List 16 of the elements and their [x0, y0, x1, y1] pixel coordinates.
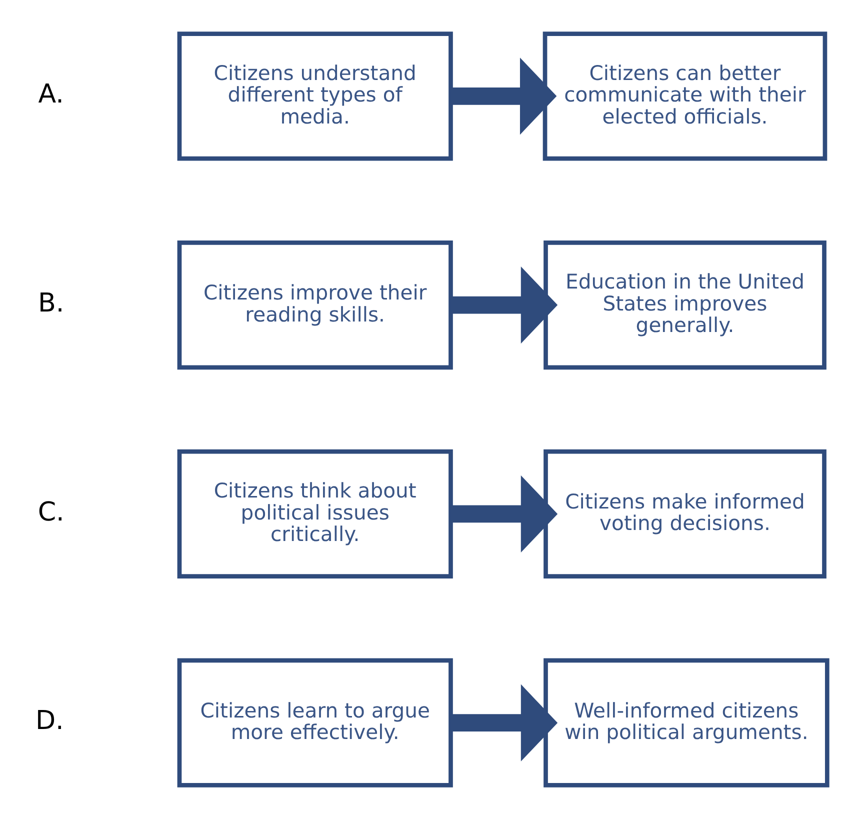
node-box: Citizens learn to argue more effectively.: [176, 658, 452, 787]
node-box: Education in the United States improves generally.: [543, 240, 826, 370]
node-box: Citizens understand different types of media.: [176, 31, 452, 160]
node-box: Citizens think about political issues critically.: [176, 448, 452, 578]
label: D.: [34, 706, 64, 736]
node-box: Citizens improve their reading skills.: [176, 240, 452, 370]
arrow: [450, 684, 558, 761]
node-box: Citizens can better communicate with their elected officials.: [542, 31, 827, 160]
arrow: [450, 266, 558, 344]
label: C.: [37, 496, 64, 527]
node-box: Citizens make informed voting decisions.: [543, 448, 826, 578]
arrow: [450, 474, 558, 552]
label: B.: [37, 288, 64, 318]
node-box: Well-informed citizens win political arguments.: [543, 658, 829, 787]
arrow: [450, 57, 556, 134]
label: A.: [38, 79, 64, 110]
